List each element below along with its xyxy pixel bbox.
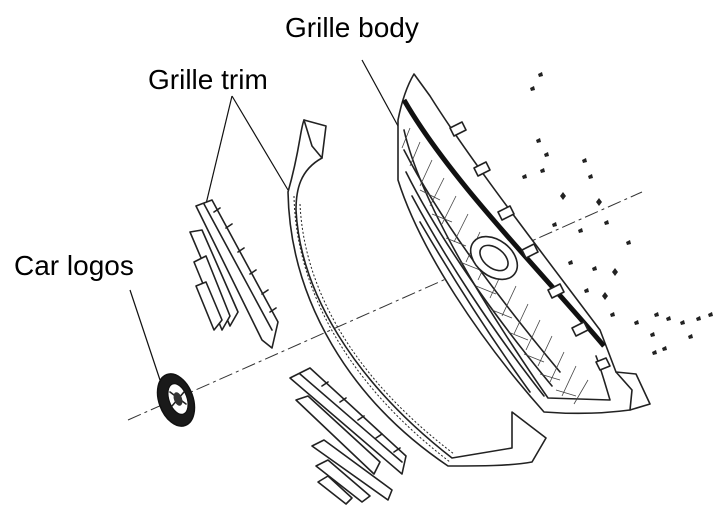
assembly-axis — [127, 191, 643, 421]
label-car-logos: Car logos — [14, 250, 134, 281]
grille-trim-upper — [189, 199, 279, 349]
grille-body — [397, 73, 651, 415]
leader-grille-trim-a — [205, 95, 233, 205]
grille-trim-frame — [287, 119, 547, 467]
label-grille-body: Grille body — [285, 12, 419, 43]
leader-car-logos — [129, 289, 161, 381]
car-logo-emblem — [156, 373, 196, 427]
leader-grille-body — [361, 59, 399, 127]
fastener-clips — [522, 72, 713, 355]
label-grille-trim: Grille trim — [148, 64, 268, 95]
grille-trim-lower — [289, 367, 407, 505]
leader-grille-trim-b — [231, 95, 289, 191]
